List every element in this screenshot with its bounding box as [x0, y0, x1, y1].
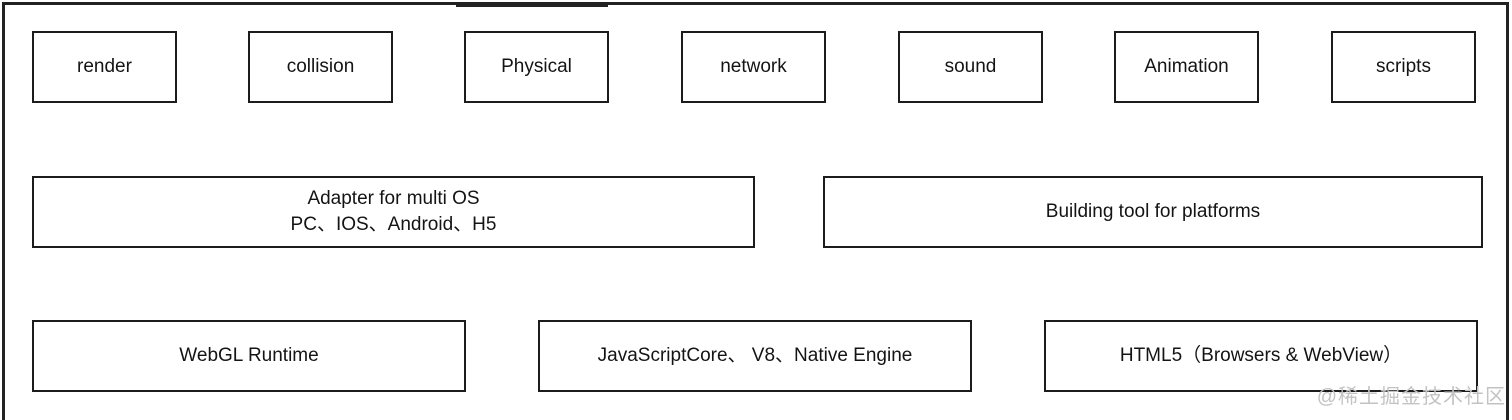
- building-tool-label: Building tool for platforms: [1045, 201, 1261, 222]
- outer-border-right: [1506, 2, 1509, 420]
- module-label-animation: Animation: [1144, 56, 1229, 77]
- building-tool-box: Building tool for platforms: [823, 176, 1483, 248]
- module-label-physical: Physical: [501, 56, 572, 77]
- outer-border-left: [2, 2, 5, 420]
- module-box-animation: Animation: [1114, 31, 1259, 103]
- module-box-scripts: scripts: [1331, 31, 1476, 103]
- cropped-box-edge: [456, 2, 608, 7]
- adapter-line2: PC、IOS、Android、H5: [290, 214, 497, 235]
- webgl-runtime-box: WebGL Runtime: [32, 320, 466, 392]
- adapter-box: Adapter for multi OS PC、IOS、Android、H5: [32, 176, 755, 248]
- module-box-render: render: [32, 31, 177, 103]
- outer-border-top: [2, 2, 1509, 5]
- webgl-runtime-label: WebGL Runtime: [179, 345, 319, 366]
- watermark: @稀土掘金技术社区: [1316, 386, 1506, 408]
- module-label-collision: collision: [286, 56, 355, 77]
- module-label-render: render: [77, 56, 132, 77]
- module-label-scripts: scripts: [1376, 56, 1431, 77]
- module-box-sound: sound: [898, 31, 1043, 103]
- html5-box: HTML5（Browsers & WebView）: [1044, 320, 1478, 392]
- html5-label: HTML5（Browsers & WebView）: [1119, 345, 1403, 366]
- module-label-network: network: [720, 56, 787, 77]
- adapter-line1: Adapter for multi OS: [307, 188, 480, 209]
- js-engines-box: JavaScriptCore、 V8、Native Engine: [538, 320, 972, 392]
- module-box-network: network: [681, 31, 826, 103]
- js-engines-label: JavaScriptCore、 V8、Native Engine: [597, 345, 913, 366]
- adapter-text: Adapter for multi OS PC、IOS、Android、H5: [291, 186, 497, 238]
- module-box-physical: Physical: [464, 31, 609, 103]
- module-box-collision: collision: [248, 31, 393, 103]
- module-label-sound: sound: [944, 56, 997, 77]
